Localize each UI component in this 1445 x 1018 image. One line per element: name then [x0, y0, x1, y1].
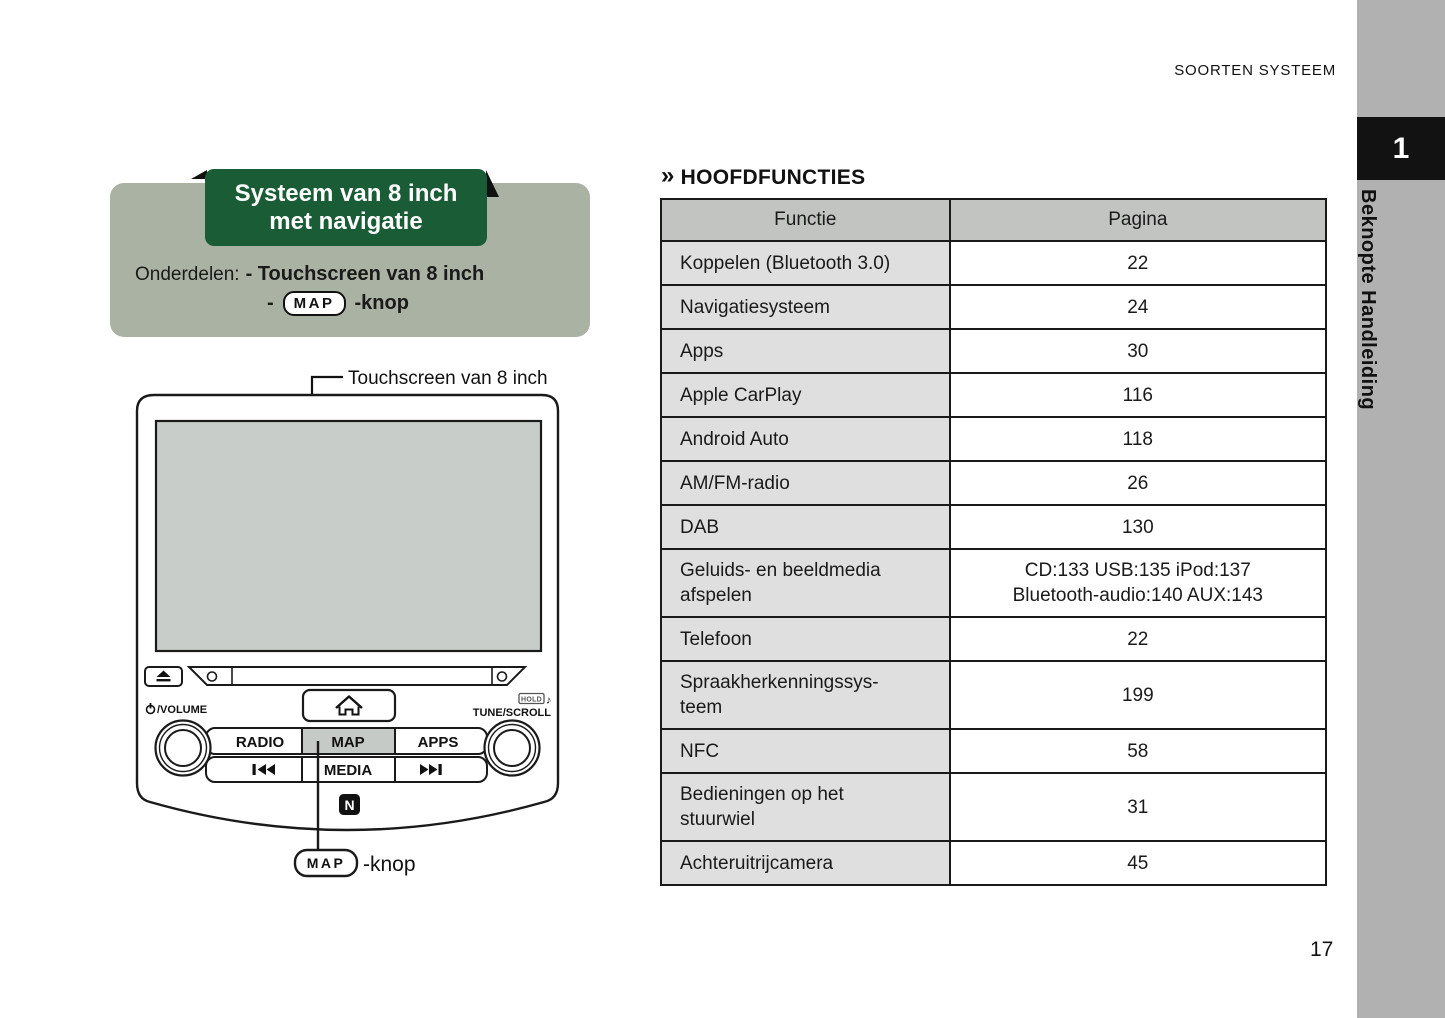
tune-scroll-label: HOLD ♪ TUNE/SCROLL [473, 692, 552, 719]
cell-functie: DAB [660, 504, 951, 550]
cell-functie: AM/FM-radio [660, 460, 951, 506]
home-button[interactable] [301, 688, 397, 723]
cell-functie: Navigatiesysteem [660, 284, 951, 330]
svg-text:TUNE/SCROLL: TUNE/SCROLL [473, 707, 552, 719]
table-row: Koppelen (Bluetooth 3.0)22 [660, 240, 1328, 286]
cell-pagina: 31 [948, 772, 1328, 842]
tune-scroll-knob[interactable] [483, 719, 541, 777]
volume-knob[interactable] [154, 719, 212, 777]
cell-functie: Geluids- en beeldmedia afspelen [660, 548, 951, 618]
radio-key[interactable]: RADIO [236, 734, 285, 751]
cell-pagina: 30 [948, 328, 1328, 374]
cell-pagina: 24 [948, 284, 1328, 330]
chapter-number-badge: 1 [1357, 117, 1445, 180]
chapter-tab-label: Beknopte Handleiding [1357, 189, 1379, 411]
cell-pagina: CD:133 USB:135 iPod:137 Bluetooth-audio:… [948, 548, 1328, 618]
cell-pagina: 130 [948, 504, 1328, 550]
functions-table: Functie Pagina Koppelen (Bluetooth 3.0)2… [660, 198, 1328, 886]
table-header-row: Functie Pagina [660, 198, 1328, 242]
screen-callout-label: Touchscreen van 8 inch [348, 368, 548, 389]
eject-icon [156, 670, 171, 677]
heading-chevron-icon: » [661, 162, 675, 189]
hold-badge [518, 692, 545, 705]
button-row-2: MEDIA [205, 756, 488, 783]
cell-functie: Apps [660, 328, 951, 374]
functions-heading-text: HOOFDFUNCTIES [680, 166, 866, 189]
component-dash: - [267, 292, 274, 314]
head-unit-diagram: Touchscreen van 8 inch /VOLUME [135, 368, 560, 878]
home-icon [335, 695, 363, 716]
button-row-1: RADIO MAP APPS [205, 727, 488, 755]
cell-functie: Spraakherkenningssys- teem [660, 660, 951, 730]
components-label: Onderdelen: [135, 264, 240, 285]
components-line-2: - MAP -knop [267, 291, 409, 316]
map-callout: MAP -knop [293, 848, 416, 878]
page-number: 17 [1310, 938, 1334, 961]
cell-pagina: 45 [948, 840, 1328, 886]
map-key-label: MAP [331, 734, 364, 751]
cell-pagina: 22 [948, 616, 1328, 662]
cell-pagina: 118 [948, 416, 1328, 462]
svg-text:/VOLUME: /VOLUME [157, 704, 207, 716]
cell-pagina: 58 [948, 728, 1328, 774]
system-title-banner: Systeem van 8 inch met navigatie [205, 169, 487, 246]
skip-back-icon[interactable] [252, 764, 276, 775]
column-header-pagina: Pagina [948, 198, 1328, 242]
map-key-pill: MAP [282, 291, 346, 316]
component-touchscreen: - Touchscreen van 8 inch [245, 263, 485, 285]
cell-functie: Android Auto [660, 416, 951, 462]
nfc-mark-icon: N [339, 794, 360, 815]
cell-functie: NFC [660, 728, 951, 774]
disc-slot [186, 666, 528, 686]
power-volume-label: /VOLUME [145, 703, 207, 716]
cell-functie: Apple CarPlay [660, 372, 951, 418]
component-knop-suffix: -knop [354, 292, 409, 314]
note-icon: ♪ [546, 695, 552, 707]
banner-fold-left [191, 170, 207, 179]
eject-button[interactable] [144, 666, 183, 687]
skip-forward-icon[interactable] [420, 764, 442, 775]
eject-icon-bar [156, 679, 171, 682]
cell-functie: Achteruitrijcamera [660, 840, 951, 886]
functions-heading: » HOOFDFUNCTIES [661, 162, 866, 190]
components-line: Onderdelen: - Touchscreen van 8 inch [135, 263, 484, 286]
slot-screw-left [206, 671, 218, 682]
touchscreen[interactable] [154, 419, 543, 653]
svg-text:-knop: -knop [363, 853, 416, 876]
running-header: SOORTEN SYSTEEM [1174, 62, 1336, 79]
column-header-functie: Functie [660, 198, 951, 242]
svg-text:HOLD: HOLD [521, 697, 542, 704]
slot-screw-right [496, 671, 508, 682]
cell-functie: Telefoon [660, 616, 951, 662]
cell-pagina: 22 [948, 240, 1328, 286]
svg-text:N: N [344, 797, 354, 813]
apps-key[interactable]: APPS [418, 734, 459, 751]
cell-functie: Koppelen (Bluetooth 3.0) [660, 240, 951, 286]
cell-pagina: 116 [948, 372, 1328, 418]
cell-pagina: 26 [948, 460, 1328, 506]
cell-pagina: 199 [948, 660, 1328, 730]
media-key[interactable]: MEDIA [324, 762, 373, 779]
svg-text:MAP: MAP [307, 855, 346, 871]
cell-functie: Bedieningen op het stuurwiel [660, 772, 951, 842]
